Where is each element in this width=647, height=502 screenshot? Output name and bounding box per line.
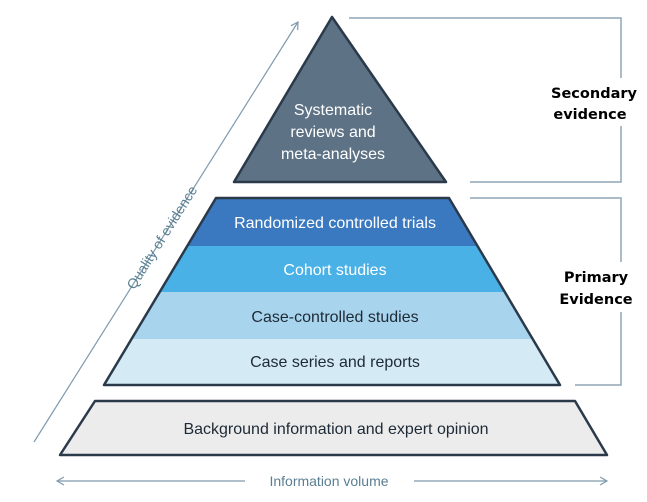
secondary-evidence-label-line-2: evidence	[553, 107, 626, 123]
apex-label-line-2: reviews and	[290, 124, 375, 141]
base-trapezoid	[58, 399, 609, 457]
case-series-and-reports-label: Case series and reports	[250, 354, 420, 371]
case-controlled-studies-label: Case-controlled studies	[251, 309, 418, 326]
primary-trapezoid-outline	[102, 196, 562, 387]
band-case-series-and-reports	[104, 339, 560, 385]
secondary-evidence-label-line-1: Secondary	[551, 86, 637, 102]
base-label: Background information and expert opinio…	[183, 421, 488, 438]
apex-label-line-1: Systematic	[294, 102, 372, 119]
apex-label-line-3: meta-analyses	[281, 146, 385, 163]
band-case-controlled-studies	[104, 292, 560, 339]
quality-arrow	[33, 20, 299, 443]
information-volume-label: Information volume	[269, 473, 388, 489]
cohort-studies-label: Cohort studies	[283, 262, 386, 279]
primary-evidence-label-line-1: Primary	[564, 270, 629, 286]
randomized-controlled-trials-label: Randomized controlled trials	[234, 215, 436, 232]
primary-evidence-label-line-2: Evidence	[559, 292, 632, 308]
apex-triangle	[232, 15, 448, 184]
